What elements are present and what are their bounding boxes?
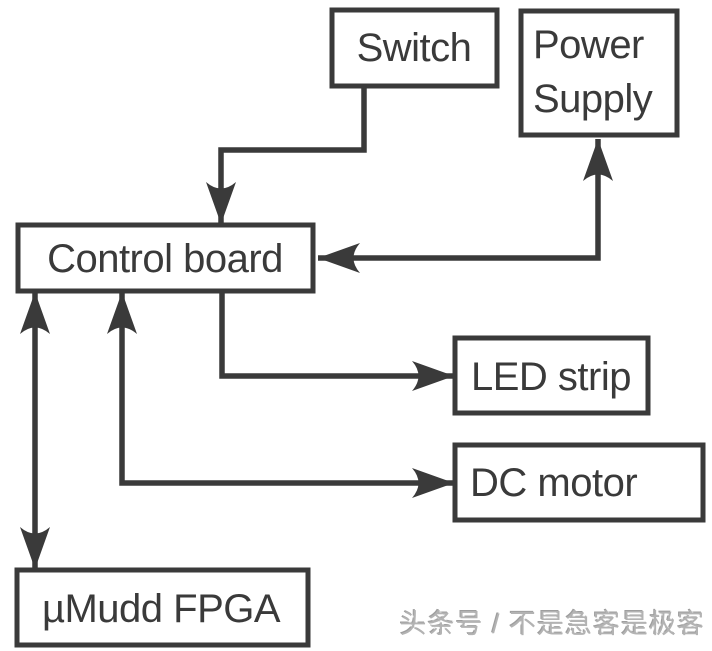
switch-box [329,7,500,89]
control-board-box [15,222,316,294]
led-strip-box [452,335,651,416]
arrow-control-board-dc-motor [107,292,454,498]
switch-label: Switch [357,26,472,70]
watermark-text: 头条号 / 不是急客是极客 [399,609,705,639]
power-supply-label-line1: Power [533,23,644,67]
arrow-switch-to-control-board [206,86,367,224]
power-supply-label-line2: Supply [533,77,653,121]
node-switch: Switch [329,7,500,89]
fpga-label: µMudd FPGA [42,587,281,631]
power-supply-box [518,8,680,138]
node-dc-motor: DC motor [452,442,706,523]
led-strip-label: LED strip [471,355,631,399]
node-led-strip: LED strip [452,335,651,416]
fpga-box [14,567,311,648]
node-control-board: Control board [15,222,316,294]
node-power-supply: Power Supply [518,8,680,138]
node-fpga: µMudd FPGA [14,567,311,648]
arrow-control-board-to-led-strip [219,291,454,391]
dc-motor-label: DC motor [470,461,637,505]
arrow-control-board-power-supply [318,139,613,273]
dc-motor-box [452,442,706,523]
control-board-label: Control board [47,237,283,281]
